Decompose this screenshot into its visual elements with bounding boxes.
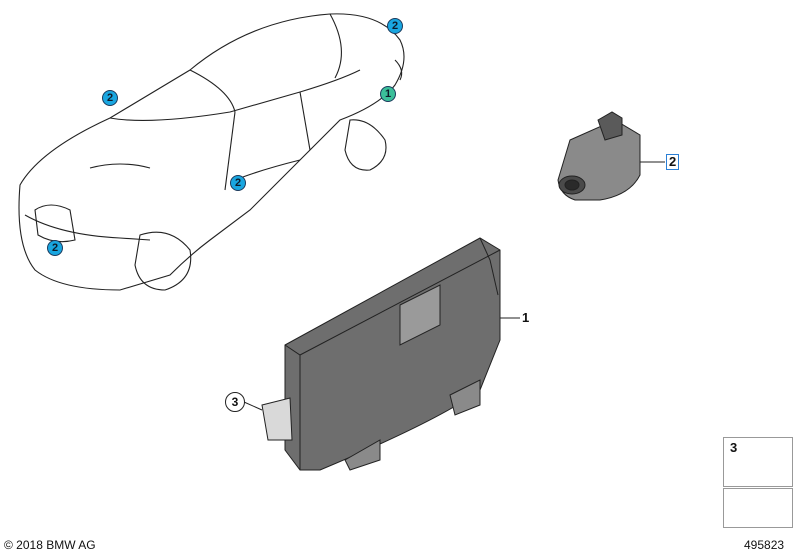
- car-outline: [18, 13, 405, 291]
- diagram-number: 495823: [744, 538, 785, 552]
- copyright-text: © 2018 BMW AG: [4, 538, 96, 552]
- car-callout-front-bumper[interactable]: 2: [47, 240, 63, 256]
- car-callout-side[interactable]: 2: [230, 175, 246, 191]
- arrow-legend-box: [723, 488, 793, 528]
- camera-part-label[interactable]: 2: [666, 154, 680, 170]
- car-callout-rear[interactable]: 1: [380, 86, 396, 102]
- control-unit-part-label[interactable]: 1: [522, 310, 530, 325]
- bracket-part-label[interactable]: 3: [225, 392, 245, 412]
- nut-legend-box: [723, 437, 793, 487]
- camera-part: [557, 111, 665, 201]
- nut-part-label[interactable]: 3: [730, 440, 738, 455]
- control-unit-part: [243, 237, 520, 471]
- car-callout-front-roof[interactable]: 2: [102, 90, 118, 106]
- car-callout-roof-rear[interactable]: 2: [387, 18, 403, 34]
